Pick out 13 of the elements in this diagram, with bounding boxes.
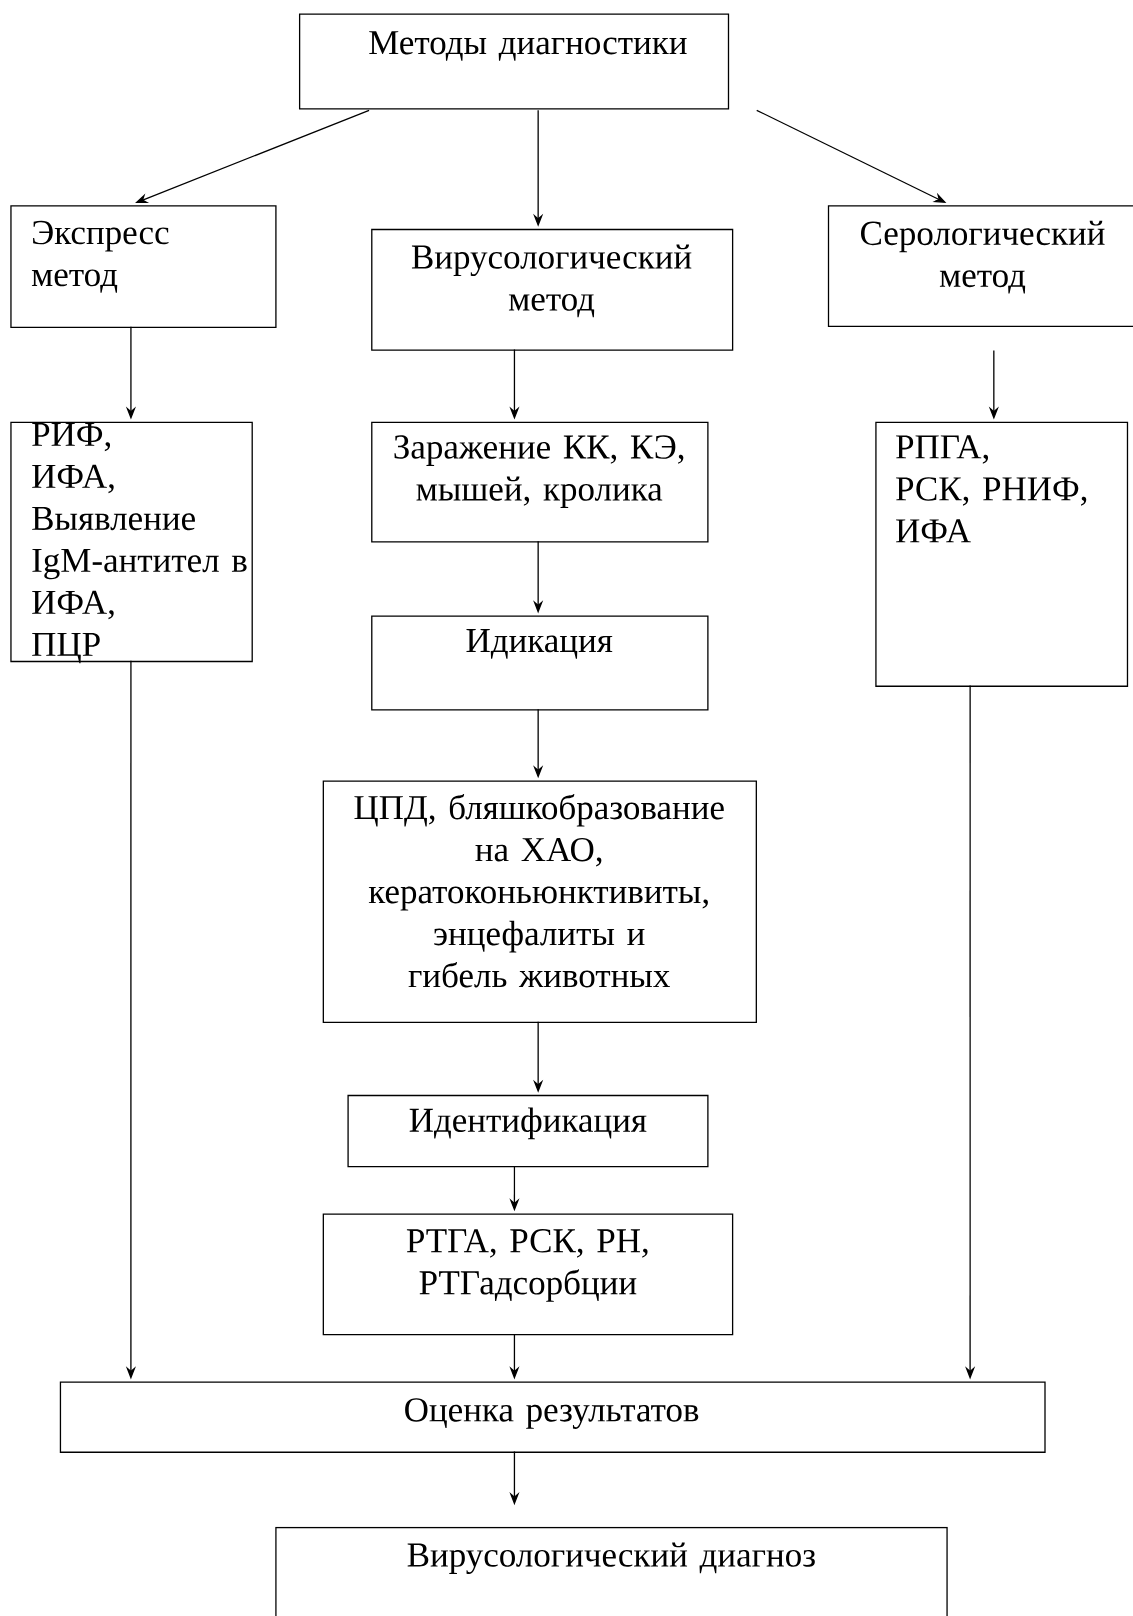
text-box: РПГА, РСК, РНИФ, ИФА xyxy=(875,421,1129,687)
text-box: Методы диагностики xyxy=(298,13,730,110)
text-box: Экспресс метод xyxy=(10,205,277,329)
text-box: Вирусологический метод xyxy=(371,228,734,351)
text-box: РИФ, ИФА, Выявление IgM-антител в ИФА, ПЦР xyxy=(10,421,253,664)
text-box: РТГА, РСК, РН, РТГадсорбции xyxy=(322,1213,734,1336)
text-box: Оценка результатов xyxy=(59,1381,1046,1453)
text-box: Вирусологический диагноз xyxy=(275,1526,948,1616)
text-box: Серологический метод xyxy=(827,205,1133,328)
text-box: Идикация xyxy=(371,615,709,711)
text-box: Заражение КК, КЭ, мышей, кролика xyxy=(371,421,709,543)
text-box: ЦПД, бляшкобразование на ХАО, кератоконьюнктивиты, энцефалиты и гибель животных xyxy=(322,780,757,1023)
text-box: Идентификация xyxy=(347,1094,709,1168)
